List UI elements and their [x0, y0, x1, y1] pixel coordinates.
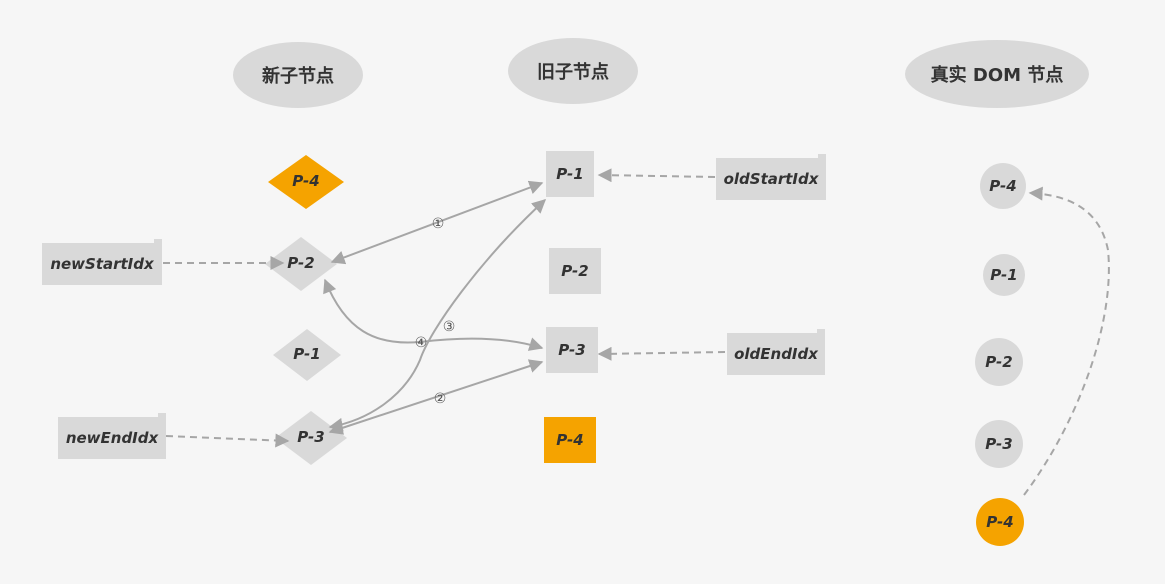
step4-label: ④ — [415, 335, 428, 351]
old-node-p2: P-2 — [549, 248, 601, 294]
step3-arrow — [328, 199, 547, 432]
step2-label: ② — [434, 391, 447, 407]
old-end-pointer-arrow — [597, 346, 726, 361]
new-end-pointer-arrow — [165, 433, 290, 448]
step4-arrow — [323, 278, 544, 351]
old-node-p3-label: P-3 — [558, 341, 586, 359]
old-node-p1-label: P-1 — [556, 165, 584, 183]
new-end-idx-label: newEndIdx — [58, 413, 166, 459]
real-dom-p1: P-1 — [983, 254, 1025, 296]
real-dom-p2: P-2 — [975, 338, 1023, 386]
real-dom-p3: P-3 — [975, 420, 1023, 468]
new-node-p2-label: P-2 — [287, 254, 315, 272]
real-dom-move-arrow — [1023, 186, 1110, 496]
real-dom-p4-top-label: P-4 — [989, 177, 1017, 195]
old-node-p3: P-3 — [546, 327, 598, 373]
header-old-children-label: 旧子节点 — [537, 62, 609, 83]
new-end-idx-text: newEndIdx — [65, 429, 159, 447]
step1-label: ① — [432, 216, 445, 232]
new-node-p1-label: P-1 — [293, 345, 321, 363]
old-end-idx-label: oldEndIdx — [727, 329, 825, 375]
step3-label: ③ — [443, 319, 456, 335]
real-dom-p4-top: P-4 — [980, 163, 1026, 209]
new-node-p4-diamond — [268, 155, 344, 209]
old-start-pointer-arrow — [597, 168, 716, 183]
header-new-children-label: 新子节点 — [262, 66, 334, 87]
old-node-p4-label: P-4 — [556, 431, 584, 449]
new-start-idx-label: newStartIdx — [42, 239, 162, 285]
old-node-p2-label: P-2 — [561, 262, 589, 280]
real-dom-p1-label: P-1 — [990, 266, 1018, 284]
new-start-idx-text: newStartIdx — [50, 255, 154, 273]
old-end-idx-tab — [817, 329, 825, 333]
new-node-p4-label: P-4 — [292, 172, 320, 190]
real-dom-p3-label: P-3 — [985, 435, 1013, 453]
old-end-idx-text: oldEndIdx — [734, 345, 818, 363]
old-start-idx-text: oldStartIdx — [723, 170, 819, 188]
real-dom-p2-label: P-2 — [985, 353, 1013, 371]
new-node-p2-diamond — [265, 237, 337, 291]
real-dom-p4-bottom-label: P-4 — [986, 513, 1014, 531]
old-start-idx-label: oldStartIdx — [716, 154, 826, 200]
old-node-p1: P-1 — [546, 151, 594, 197]
new-node-p3-label: P-3 — [297, 428, 325, 446]
old-node-p4: P-4 — [544, 417, 596, 463]
header-real-dom: 真实 DOM 节点 — [905, 40, 1089, 108]
old-start-idx-tab — [818, 154, 826, 158]
new-end-idx-tab — [158, 413, 166, 417]
header-real-dom-label: 真实 DOM 节点 — [930, 65, 1064, 86]
new-start-idx-tab — [154, 239, 162, 243]
header-new-children: 新子节点 — [233, 42, 363, 108]
header-old-children: 旧子节点 — [508, 38, 638, 104]
real-dom-p4-bottom: P-4 — [976, 498, 1024, 546]
